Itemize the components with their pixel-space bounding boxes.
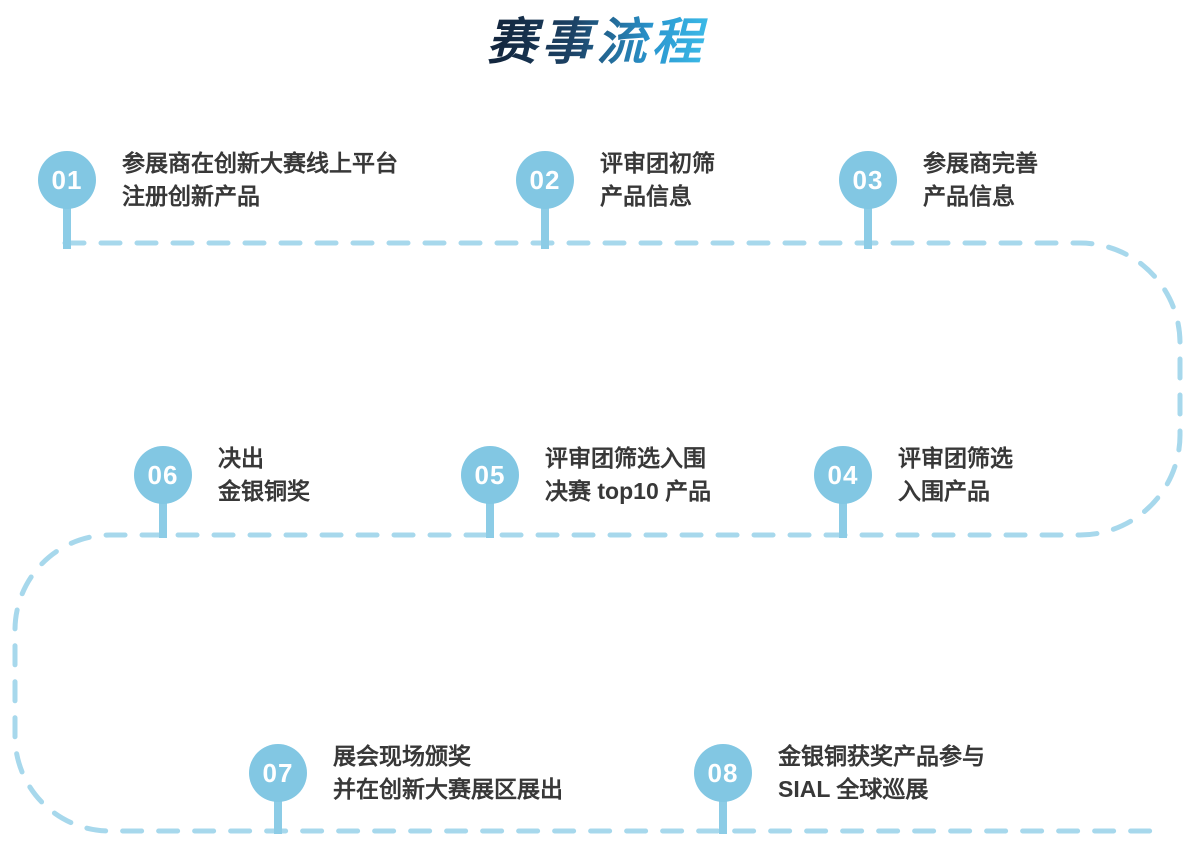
step-6-connector	[159, 494, 167, 538]
step-7-label-line-2: 并在创新大赛展区展出	[333, 776, 563, 802]
step-2-number: 02	[529, 164, 561, 195]
step-6: 06 决出 金银铜奖	[134, 445, 310, 538]
step-1: 01 参展商在创新大赛线上平台 注册创新产品	[38, 150, 398, 249]
step-5-connector	[486, 494, 494, 538]
step-3-label: 参展商完善 产品信息	[923, 147, 1038, 213]
step-6-label-line-2: 金银铜奖	[218, 478, 310, 504]
step-5: 05 评审团筛选入围 决赛 top10 产品	[461, 445, 711, 538]
step-7-connector	[274, 792, 282, 834]
step-2-number-badge: 02	[516, 151, 574, 209]
step-7-number-badge: 07	[249, 744, 307, 802]
step-6-label-line-1: 决出	[218, 445, 264, 471]
step-3-label-line-2: 产品信息	[923, 183, 1015, 209]
step-7-label: 展会现场颁奖 并在创新大赛展区展出	[333, 740, 563, 806]
step-2-label: 评审团初筛 产品信息	[600, 147, 715, 213]
step-3-label-line-1: 参展商完善	[923, 150, 1038, 176]
step-6-number-badge: 06	[134, 446, 192, 504]
title-wrap: 赛事流程	[0, 2, 1201, 74]
page-title: 赛事流程	[487, 2, 715, 74]
step-4-label: 评审团筛选 入围产品	[898, 442, 1013, 508]
step-3-connector	[864, 199, 872, 249]
step-8: 08 金银铜获奖产品参与 SIAL 全球巡展	[694, 743, 985, 834]
step-7: 07 展会现场颁奖 并在创新大赛展区展出	[249, 743, 563, 834]
step-1-label-line-1: 参展商在创新大赛线上平台	[122, 150, 398, 176]
step-4-label-line-2: 入围产品	[898, 478, 990, 504]
step-7-label-line-1: 展会现场颁奖	[333, 743, 471, 769]
step-4-connector	[839, 494, 847, 538]
step-3: 03 参展商完善 产品信息	[839, 150, 1038, 249]
step-1-label: 参展商在创新大赛线上平台 注册创新产品	[122, 147, 398, 213]
step-8-label-line-2: SIAL 全球巡展	[778, 776, 929, 802]
step-1-number: 01	[51, 164, 83, 195]
step-2-label-line-2: 产品信息	[600, 183, 692, 209]
step-8-connector	[719, 792, 727, 834]
step-5-number-badge: 05	[461, 446, 519, 504]
step-8-label-line-1: 金银铜获奖产品参与	[778, 743, 985, 769]
step-5-number: 05	[474, 459, 506, 490]
step-1-connector	[63, 199, 71, 249]
step-2-connector	[541, 199, 549, 249]
step-5-label: 评审团筛选入围 决赛 top10 产品	[545, 442, 711, 508]
step-1-number-badge: 01	[38, 151, 96, 209]
step-8-number: 08	[707, 757, 739, 788]
step-4-number-badge: 04	[814, 446, 872, 504]
step-4: 04 评审团筛选 入围产品	[814, 445, 1013, 538]
step-4-label-line-1: 评审团筛选	[898, 445, 1013, 471]
step-4-number: 04	[827, 459, 859, 490]
step-2: 02 评审团初筛 产品信息	[516, 150, 715, 249]
step-1-label-line-2: 注册创新产品	[122, 183, 260, 209]
step-6-number: 06	[147, 459, 179, 490]
step-3-number: 03	[852, 164, 884, 195]
step-2-label-line-1: 评审团初筛	[600, 150, 715, 176]
step-6-label: 决出 金银铜奖	[218, 442, 310, 508]
step-5-label-line-1: 评审团筛选入围	[545, 445, 706, 471]
step-5-label-line-2: 决赛 top10 产品	[545, 478, 712, 504]
flow-dashed-path	[12, 240, 1183, 834]
step-8-label: 金银铜获奖产品参与 SIAL 全球巡展	[778, 740, 985, 806]
step-8-number-badge: 08	[694, 744, 752, 802]
step-3-number-badge: 03	[839, 151, 897, 209]
step-7-number: 07	[262, 757, 294, 788]
